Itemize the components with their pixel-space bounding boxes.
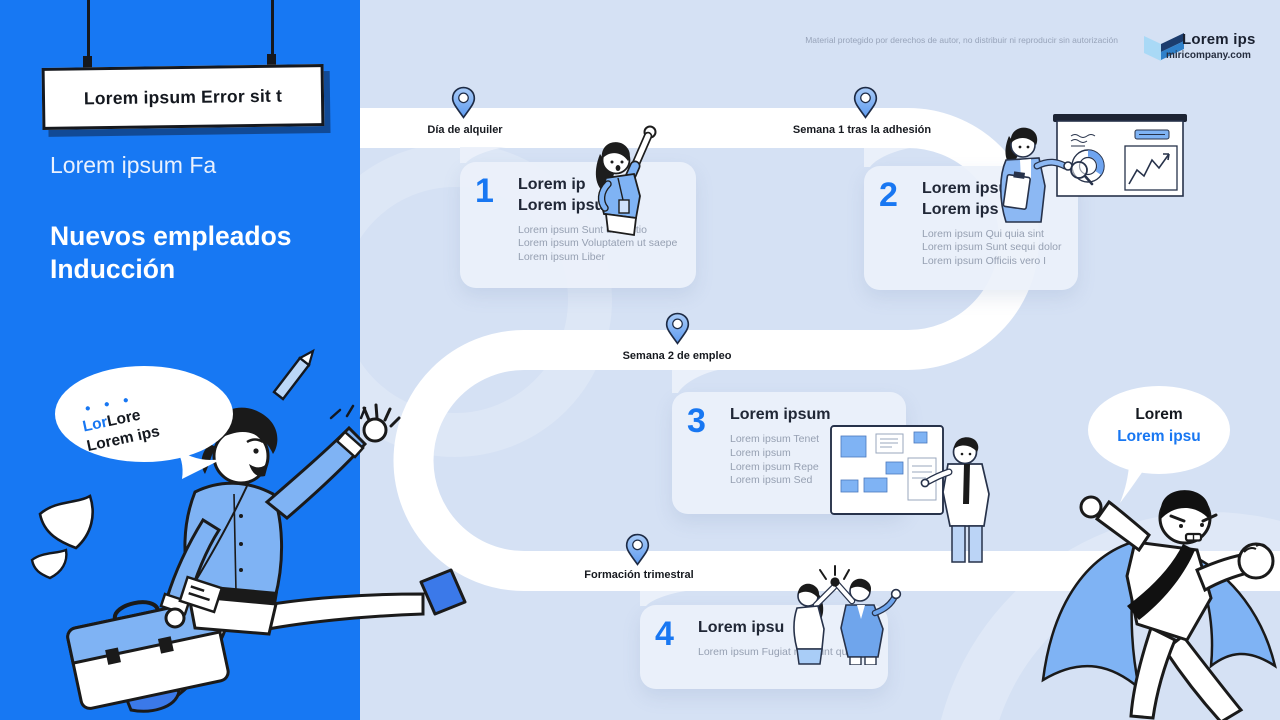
speech-bubble-right bbox=[1088, 386, 1230, 474]
card-tail-4 bbox=[640, 591, 686, 606]
sign-pin-left bbox=[83, 56, 92, 68]
presentation-whiteboard-illustration bbox=[1000, 114, 1187, 223]
pencil-icon bbox=[272, 348, 315, 401]
step-description-3: Lorem ipsum Tenet Lorem ipsum Lorem ipsu… bbox=[730, 432, 820, 487]
page-title: Nuevos empleados Inducción bbox=[50, 220, 292, 287]
bubble-word-blue: Lor bbox=[81, 413, 110, 435]
card-tail-1 bbox=[460, 147, 506, 163]
high-five-illustration bbox=[793, 565, 902, 665]
map-pin-icon-1 bbox=[451, 86, 476, 119]
logo-cube-icon bbox=[1144, 33, 1184, 61]
hero-bubble-line2: Lorem ipsu bbox=[1117, 428, 1201, 446]
map-pin-icon-4 bbox=[625, 533, 650, 566]
step-number-3: 3 bbox=[687, 402, 706, 440]
brand-name: Lorem ips bbox=[1182, 31, 1256, 48]
brand-domain: miricompany.com bbox=[1166, 50, 1251, 61]
speech-bubble-right-tail bbox=[1120, 464, 1148, 503]
copyright-notice: Material protegido por derechos de autor… bbox=[805, 35, 1118, 45]
sign-string-right bbox=[271, 0, 274, 60]
step-number-1: 1 bbox=[475, 172, 494, 210]
hero-bubble-line1: Lorem bbox=[1135, 406, 1183, 423]
sticky-note-board-illustration bbox=[830, 425, 990, 563]
title-line-1: Nuevos empleados bbox=[50, 221, 292, 251]
speech-bubble-right-text: Lorem Lorem ipsu bbox=[1088, 404, 1230, 449]
superhero-employee-illustration bbox=[1041, 490, 1277, 720]
step-title-2: Lorem ipsu Lorem ips bbox=[922, 180, 1009, 218]
milestone-label-2: Semana 1 tras la adhesión bbox=[792, 124, 932, 136]
title-line-2: Inducción bbox=[50, 254, 176, 285]
sign-string-left bbox=[87, 0, 90, 62]
step-title-4: Lorem ipsu bbox=[698, 619, 785, 636]
speech-bubble-left bbox=[55, 366, 233, 462]
cheering-woman-illustration bbox=[595, 125, 657, 237]
card-tail-2 bbox=[864, 148, 910, 167]
sign-text: Lorem ipsum Error sit t bbox=[83, 85, 283, 108]
milestone-label-1: Día de alquiler bbox=[427, 124, 503, 136]
step-number-4: 4 bbox=[655, 615, 674, 653]
step-description-2: Lorem ipsum Qui quia sint Lorem ipsum Su… bbox=[922, 227, 1062, 268]
step-title-3: Lorem ipsum bbox=[730, 406, 831, 423]
step-title-1: Lorem ip Lorem ipsu bbox=[518, 176, 605, 214]
card-tail-3 bbox=[672, 370, 718, 393]
speech-bubble-left-tail bbox=[174, 446, 222, 479]
map-pin-icon-2 bbox=[853, 86, 878, 119]
milestone-label-3: Semana 2 de empleo bbox=[622, 350, 732, 362]
step-description-4: Lorem ipsum Fugiat nesciunt quo vo bbox=[698, 645, 868, 658]
running-employee-illustration bbox=[66, 403, 467, 713]
flying-papers-icon bbox=[30, 494, 94, 580]
panel-subtitle: Lorem ipsum Fa bbox=[50, 152, 217, 178]
milestone-label-4: Formación trimestral bbox=[584, 569, 694, 581]
map-pin-icon-3 bbox=[665, 312, 690, 345]
hanging-sign: Lorem ipsum Error sit t bbox=[41, 64, 325, 130]
sign-pin-right bbox=[267, 54, 276, 66]
step-number-2: 2 bbox=[879, 176, 898, 214]
